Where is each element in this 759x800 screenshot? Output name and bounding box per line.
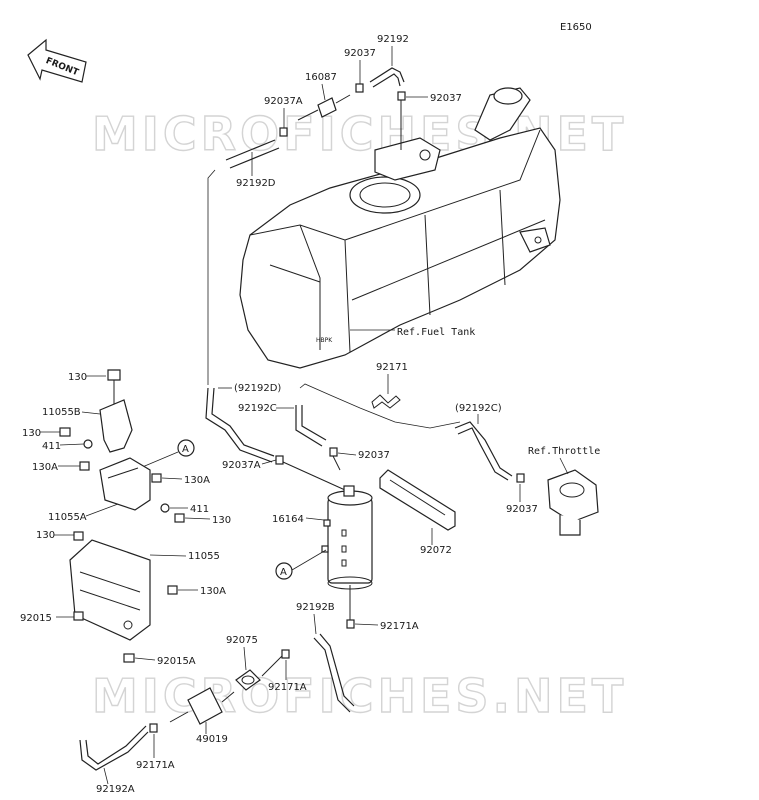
clamp-92037-right: [397, 91, 406, 101]
clamp-92037-top: [355, 83, 364, 93]
nut-92015A: [123, 653, 135, 663]
fuel-tank: HBPK: [239, 87, 561, 369]
label-130A-low: 130A: [200, 586, 226, 597]
clamp-92037-mid: [329, 447, 338, 457]
canister-16164: [321, 485, 373, 590]
grommet-411-left: [83, 439, 93, 449]
diagram-code: E1650: [560, 22, 592, 33]
clip-92171: [371, 394, 401, 409]
tank-marking: HBPK: [316, 337, 333, 344]
bolt-130A-low: [167, 585, 178, 595]
label-92015: 92015: [20, 613, 52, 624]
label-92037-mid: 92037: [358, 450, 390, 461]
label-92171A-1: 92171A: [380, 621, 419, 632]
callout-a-right-label: A: [280, 567, 287, 578]
label-11055: 11055: [188, 551, 220, 562]
bracket-11055A: [99, 457, 151, 511]
label-92037-top: 92037: [344, 48, 376, 59]
callout-a-left-label: A: [182, 444, 189, 455]
bolt-130-mid: [59, 427, 71, 437]
clamp-92037A-top: [279, 127, 288, 137]
bracket-11055B: [99, 399, 133, 453]
label-92171A-3: 92171A: [136, 760, 175, 771]
callout-a-left: A: [177, 439, 195, 457]
clamp-92037A-mid: [275, 455, 284, 465]
label-92192: 92192: [377, 34, 409, 45]
label-92192B: 92192B: [296, 602, 335, 613]
label-16164: 16164: [272, 514, 304, 525]
label-92037-right: 92037: [430, 93, 462, 104]
nut-92015: [73, 611, 84, 621]
front-arrow-icon: FRONT: [27, 38, 87, 83]
bolt-130-right: [174, 513, 185, 523]
bolt-130-low: [73, 531, 84, 541]
watermark-bottom: MICROFICHES.NET: [92, 669, 627, 723]
label-92171A-2: 92171A: [268, 682, 307, 693]
label-130-mid: 130: [22, 428, 41, 439]
label-92192D-paren: (92192D): [234, 383, 281, 394]
label-130A-right: 130A: [184, 475, 210, 486]
bolt-130-top: [107, 369, 121, 405]
label-130-low: 130: [36, 530, 55, 541]
label-92192C-paren: (92192C): [455, 403, 502, 414]
label-92037A-top: 92037A: [264, 96, 303, 107]
part-92075: [235, 669, 261, 691]
ref-fuel-tank-label: Ref.Fuel Tank: [397, 327, 475, 338]
ref-throttle-label: Ref.Throttle: [528, 446, 600, 457]
clip-92171A-2: [281, 649, 290, 659]
label-16087: 16087: [305, 72, 337, 83]
label-411-right: 411: [190, 504, 209, 515]
label-92192A: 92192A: [96, 784, 135, 795]
label-411-left: 411: [42, 441, 61, 452]
label-130-right: 130: [212, 515, 231, 526]
label-92192C: 92192C: [238, 403, 277, 414]
label-92075: 92075: [226, 635, 258, 646]
clip-92171A-1: [346, 619, 355, 629]
clip-92171A-3: [149, 723, 158, 733]
bracket-92072: [379, 469, 456, 531]
label-92072: 92072: [420, 545, 452, 556]
bolt-130A-left: [79, 461, 90, 471]
valve-16087: [297, 94, 351, 121]
label-11055B: 11055B: [42, 407, 81, 418]
label-92037A-mid: 92037A: [222, 460, 261, 471]
fuel-filter-49019: [169, 687, 235, 725]
bolt-130A-right: [151, 473, 162, 483]
label-11055A: 11055A: [48, 512, 87, 523]
label-92037-lower: 92037: [506, 504, 538, 515]
label-92015A: 92015A: [157, 656, 196, 667]
bracket-11055: [69, 539, 151, 641]
label-130-top: 130: [68, 372, 87, 383]
callout-a-right: A: [275, 562, 293, 580]
label-92192D: 92192D: [236, 178, 276, 189]
throttle-body: [547, 469, 599, 536]
label-130A-left: 130A: [32, 462, 58, 473]
grommet-411-right: [160, 503, 170, 513]
label-49019: 49019: [196, 734, 228, 745]
clamp-92037-lower: [516, 473, 525, 483]
label-92171: 92171: [376, 362, 408, 373]
